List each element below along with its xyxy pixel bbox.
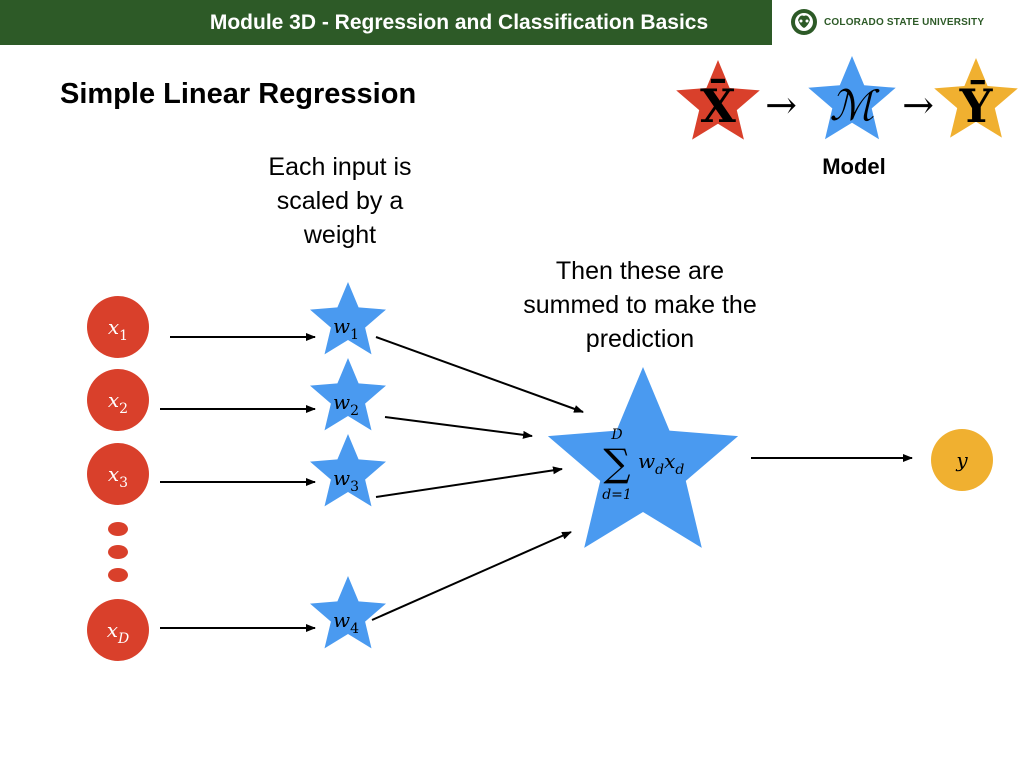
pipeline-arrow-2: → [902, 83, 934, 127]
weight-label-1: w1 [333, 314, 359, 343]
input-label-2: x2 [108, 388, 128, 417]
sum-node: D ∑ d=1 wdxd [547, 367, 739, 548]
sum-star-icon [547, 367, 739, 548]
weight-nodes: w1 w2 w3 w4 [310, 282, 386, 649]
logo-text: COLORADO STATE UNIVERSITY [824, 16, 985, 28]
input-nodes: x1 x2 x3 xD [87, 296, 149, 661]
sum-annotation: Then these are summed to make the predic… [523, 257, 757, 353]
input-node-3 [87, 443, 149, 505]
ellipsis-dot-3 [108, 568, 128, 582]
sum-lower-limit: d=1 [602, 487, 632, 503]
weight-star-4-icon [310, 576, 386, 649]
input-node-d [87, 599, 149, 661]
weight-star-1-icon [310, 282, 386, 355]
header-title: Module 3D - Regression and Classificatio… [209, 11, 709, 34]
weights-annotation: Each input is scaled by a weight [268, 153, 412, 249]
arrow-w1-sum [375, 336, 584, 413]
input-label-3: x3 [108, 462, 128, 491]
sum-term: wdxd [638, 449, 684, 478]
pipeline: X̄ → ℳ → Ȳ [676, 56, 1018, 140]
arrow-w4-sum [371, 531, 572, 621]
weight-star-2-icon [310, 358, 386, 431]
input-arrows [160, 333, 316, 632]
ellipsis-dot-2 [108, 545, 128, 559]
pipeline-arrow-1: → [765, 83, 797, 127]
input-star-icon [676, 60, 760, 140]
weight-label-4: w4 [333, 608, 359, 637]
model-star-icon [808, 56, 896, 140]
output-label: y [955, 448, 968, 472]
sum-upper-limit: D [610, 427, 622, 443]
header-bar [0, 0, 772, 45]
arrow-w3-sum [375, 466, 563, 498]
university-logo: COLORADO STATE UNIVERSITY [790, 9, 984, 35]
ellipsis-dot-1 [108, 522, 128, 536]
ram-logo-icon [791, 9, 817, 35]
weight-star-3-icon [310, 434, 386, 507]
sum-sigma: ∑ [603, 441, 630, 485]
output-star-icon [934, 58, 1018, 138]
input-node-2 [87, 369, 149, 431]
input-label-1: x1 [108, 315, 128, 344]
input-label-d: xD [107, 618, 130, 647]
pipeline-input-symbol: X̄ [700, 78, 736, 133]
weight-label-2: w2 [333, 390, 359, 419]
slide-title: Simple Linear Regression [60, 78, 417, 110]
pipeline-output-symbol: Ȳ [959, 79, 994, 133]
input-node-1 [87, 296, 149, 358]
weight-arrows [371, 336, 584, 621]
model-label: Model [822, 154, 886, 179]
output-node [931, 429, 993, 491]
weight-label-3: w3 [333, 466, 359, 495]
pipeline-model-symbol: ℳ [830, 81, 881, 130]
arrow-w2-sum [384, 416, 533, 439]
